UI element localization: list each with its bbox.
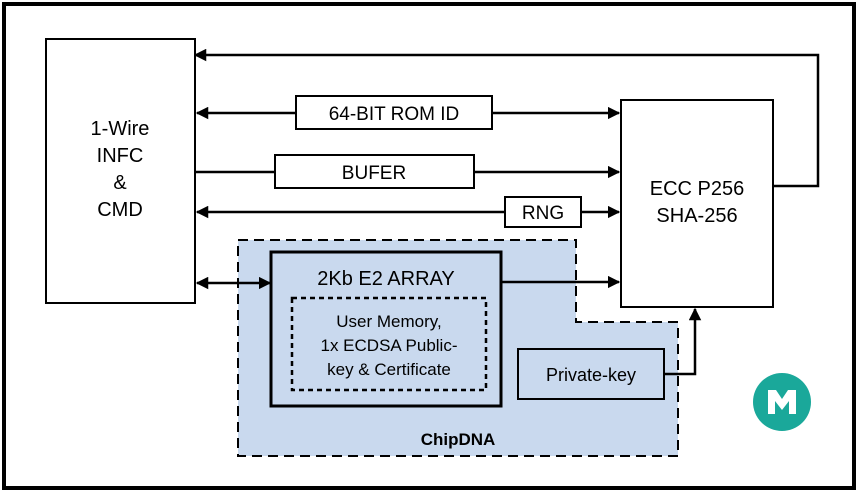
- interface-label-line-4: CMD: [97, 199, 143, 221]
- interface-label-line-1: 1-Wire: [91, 118, 150, 140]
- user-memory-box: [290, 296, 488, 392]
- chipdna-label: ChipDNA: [421, 430, 496, 449]
- user-memory-line-2: 1x ECDSA Public-: [321, 336, 458, 355]
- crypto-label-line-1: ECC P256: [650, 178, 745, 200]
- rom-id-label: 64-BIT ROM ID: [329, 104, 460, 125]
- buffer-block: BUFER: [274, 154, 475, 189]
- private-key-arrow: [664, 307, 702, 376]
- crypto-label-line-2: SHA-256: [656, 205, 737, 227]
- eeprom-title: 2Kb E2 ARRAY: [317, 268, 454, 290]
- rom-id-block: 64-BIT ROM ID: [295, 95, 493, 130]
- rng-block: RNG: [504, 196, 582, 228]
- user-memory-line-1: User Memory,: [336, 312, 441, 331]
- user-memory-line-3: key & Certificate: [327, 360, 451, 379]
- buffer-label: BUFER: [342, 163, 406, 184]
- interface-label-line-2: INFC: [97, 145, 144, 167]
- rng-label: RNG: [522, 203, 564, 224]
- crypto-block: ECC P256 SHA-256: [620, 99, 774, 308]
- private-key-block: Private-key: [517, 348, 665, 400]
- private-key-label: Private-key: [546, 365, 636, 385]
- interface-block: 1-Wire INFC & CMD: [45, 38, 196, 304]
- maxim-logo-icon: [753, 373, 811, 431]
- interface-label-line-3: &: [113, 172, 127, 194]
- eeprom-block: 2Kb E2 ARRAY User Memory, 1x ECDSA Publi…: [269, 250, 503, 408]
- feedback-arrow: [193, 48, 820, 188]
